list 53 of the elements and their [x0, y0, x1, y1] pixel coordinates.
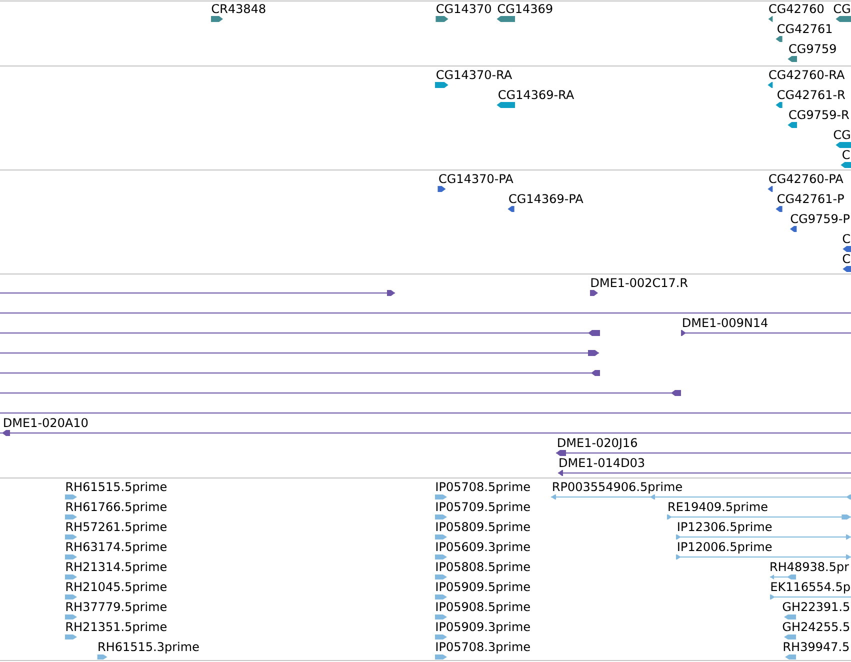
- feature-label: IP05708.5prime: [436, 482, 530, 494]
- feature-label: IP05909.3prime: [436, 622, 530, 634]
- feature-label: IP05809.5prime: [436, 522, 530, 534]
- feature-label: CG42761-R: [778, 90, 846, 100]
- feature-label: RE19409.5prime: [668, 502, 768, 514]
- feature-label: IP05909.5prime: [436, 582, 530, 594]
- feature-label: CG14369-PA: [509, 194, 584, 204]
- feature-label: IP05708.3prime: [436, 642, 530, 654]
- feature-label: EK116554.5p: [771, 582, 850, 594]
- feature-label: GH24255.5: [782, 622, 850, 632]
- feature-label: IP05908.5prime: [436, 602, 530, 614]
- feature-label: IP12306.5prime: [678, 522, 772, 534]
- feature-label: IP12006.5prime: [678, 542, 772, 554]
- feature-label: RH21045.5prime: [66, 582, 166, 594]
- feature-label: CG42760-PA: [769, 174, 844, 184]
- feature-label: RH61515.5prime: [66, 482, 166, 494]
- feature-label: DME1-014D03: [560, 458, 644, 468]
- feature-label: GH22391.5: [782, 602, 850, 612]
- feature-label: RH57261.5prime: [66, 522, 166, 534]
- feature-label: RH63174.5prime: [66, 542, 166, 554]
- feature-label: C: [842, 254, 850, 264]
- feature-label: CG14370-RA: [436, 70, 512, 80]
- feature-label: DME1-009N14: [683, 318, 768, 328]
- feature-label: IP05709.5prime: [436, 502, 530, 514]
- feature-label: DME1-020J16: [558, 438, 637, 450]
- feature-label: IP05609.3prime: [436, 542, 530, 554]
- feature-label: CG42761: [778, 24, 832, 34]
- feature-label: RH61515.3prime: [98, 642, 199, 654]
- feature-label: RP003554906.5prime: [553, 482, 682, 494]
- feature-label: CR43848: [212, 4, 266, 14]
- feature-label: CG9759: [789, 44, 836, 54]
- feature-label: CG9759-P: [790, 214, 850, 224]
- feature-label: CG: [834, 4, 850, 14]
- feature-label: DME1-020A10: [4, 418, 88, 428]
- feature-label: IP05808.5prime: [436, 562, 530, 574]
- feature-label: CG42760: [769, 4, 824, 14]
- feature-label: RH48938.5pr: [770, 562, 850, 574]
- feature-label: RH21351.5prime: [66, 622, 166, 634]
- feature-label: CG42761-P: [778, 194, 844, 204]
- feature-label: C: [842, 150, 850, 160]
- feature-label: CG14370-PA: [439, 174, 514, 184]
- feature-label: RH61766.5prime: [66, 502, 166, 514]
- feature-label: CG14370: [436, 4, 491, 14]
- feature-label: RH37779.5prime: [66, 602, 166, 614]
- feature-label: CG42760-RA: [769, 70, 845, 80]
- feature-label: CG9759-R: [789, 110, 850, 120]
- feature-label: CG14369-RA: [498, 90, 574, 100]
- feature-label: RH21314.5prime: [66, 562, 166, 574]
- feature-label: DME1-002C17.R: [591, 278, 688, 288]
- feature-label: CG: [834, 130, 850, 140]
- feature-label: C: [842, 234, 850, 244]
- feature-label: CG14369: [498, 4, 552, 14]
- feature-label: RH39947.5: [784, 642, 849, 652]
